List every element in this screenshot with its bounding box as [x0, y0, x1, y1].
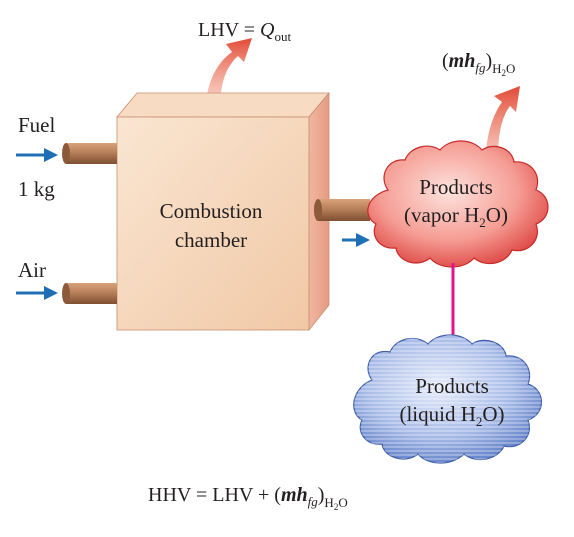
air-label: Air [18, 258, 46, 282]
liquid-products-label-line2: (liquid H2O) [399, 402, 504, 429]
chamber-label-line1: Combustion [160, 199, 263, 223]
steam-enthalpy-label: (mhfg)H2O [442, 50, 515, 78]
lhv-equation-label: LHV = Qout [198, 19, 291, 44]
fuel-mass-label: 1 kg [18, 177, 55, 201]
combustion-chamber [116, 91, 330, 332]
exhaust-pipe [314, 199, 370, 221]
products-outflow-arrow [342, 233, 370, 247]
chamber-front-face [116, 116, 310, 331]
air-inflow-arrow [16, 286, 58, 300]
heat-out-arrow [207, 38, 252, 95]
fuel-label: Fuel [18, 113, 56, 137]
liquid-cloud-texture [353, 335, 542, 463]
steam-out-arrow [485, 86, 520, 158]
air-pipe [62, 283, 117, 304]
hhv-equation-label: HHV = LHV + (mhfg)H2O [148, 484, 348, 512]
fuel-inflow-arrow [16, 148, 58, 162]
liquid-products-label-line1: Products [415, 374, 489, 398]
fuel-pipe [62, 143, 117, 164]
vapor-products-label-line2: (vapor H2O) [404, 203, 508, 230]
chamber-label-line2: chamber [175, 228, 247, 252]
vapor-products-label-line1: Products [419, 175, 493, 199]
vapor-products-cloud [367, 140, 549, 268]
chamber-top-face [116, 92, 330, 118]
